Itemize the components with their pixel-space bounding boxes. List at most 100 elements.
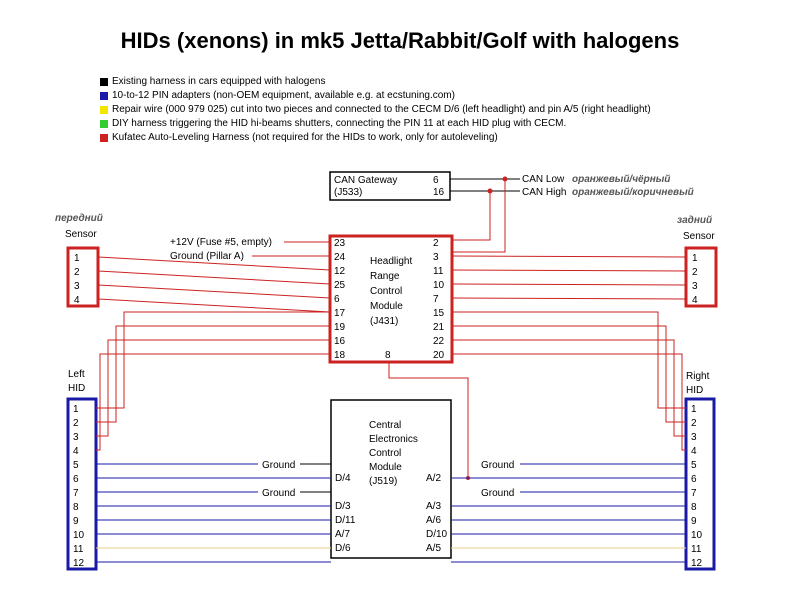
hrcm-pin: 2 <box>433 238 439 249</box>
can-gateway-pin: 16 <box>433 187 445 198</box>
legend-swatch-black <box>100 78 108 86</box>
left-hid-pin: 10 <box>73 530 85 541</box>
left-hid-pin: 3 <box>73 432 79 443</box>
left-hid-pin: 1 <box>73 404 79 415</box>
legend-item: Existing harness in cars equipped with h… <box>100 75 651 89</box>
front-sensor-pin: 3 <box>74 281 80 292</box>
legend-swatch-yellow <box>100 106 108 114</box>
rear-sensor-ru-label: задний <box>677 215 712 226</box>
right-hid-pin: 12 <box>691 558 703 569</box>
cecm-name-line: Electronics <box>369 434 418 445</box>
hrcm-name-line: (J431) <box>370 316 398 327</box>
rear-sensor-pin: 4 <box>692 295 698 306</box>
ground-pillar-label: Ground (Pillar A) <box>170 251 244 262</box>
front-sensor-label: Sensor <box>65 229 97 240</box>
right-hid-label: HID <box>686 385 703 396</box>
cecm-pin: D/11 <box>335 515 356 526</box>
sensor-wire <box>97 298 331 313</box>
left-hid-pin: 9 <box>73 516 79 527</box>
legend-text: Existing harness in cars equipped with h… <box>112 76 326 87</box>
hrcm-box <box>328 234 454 364</box>
front-sensor-ru-label: передний <box>55 213 103 224</box>
hrcm-pin: 16 <box>334 336 346 347</box>
hrcm-pin: 6 <box>334 294 340 305</box>
right-hid-pin: 1 <box>691 404 697 415</box>
right-hid-pin: 10 <box>691 530 703 541</box>
hrcm-pin: 19 <box>334 322 346 333</box>
right-hid-pin: 6 <box>691 474 697 485</box>
harness-wires <box>96 255 687 563</box>
hrcm-pin: 12 <box>334 266 346 277</box>
rear-sensor-box <box>684 246 718 308</box>
legend-swatch-red <box>100 134 108 142</box>
right-hid-pin: 7 <box>691 488 697 499</box>
leveling-wire <box>452 339 686 437</box>
left-hid-pin: 6 <box>73 474 79 485</box>
sensor-wire <box>451 283 687 286</box>
hrcm-name-line: Range <box>370 271 400 282</box>
front-sensor-pin: 2 <box>74 267 80 278</box>
hrcm-name-line: Module <box>370 301 403 312</box>
hrcm-pin: 23 <box>334 238 346 249</box>
hrcm-pin: 11 <box>433 266 444 277</box>
hrcm-pin: 21 <box>433 322 445 333</box>
sensor-wire <box>97 284 331 299</box>
rear-sensor-pin: 2 <box>692 267 698 278</box>
cecm-pin: D/3 <box>335 501 351 512</box>
right-hid-pin: 5 <box>691 460 697 471</box>
legend-text: Kufatec Auto-Leveling Harness (not requi… <box>112 132 498 143</box>
ground-label: Ground <box>262 460 295 471</box>
hrcm-pin: 22 <box>433 336 445 347</box>
left-hid-pin: 2 <box>73 418 79 429</box>
hrcm-pin: 24 <box>334 252 346 263</box>
cecm-name-line: (J519) <box>369 476 397 487</box>
cecm-pin: D/4 <box>335 473 351 484</box>
legend-text: 10-to-12 PIN adapters (non-OEM equipment… <box>112 90 455 101</box>
right-hid-pin: 2 <box>691 418 697 429</box>
front-sensor-pin: 4 <box>74 295 80 306</box>
sensor-wire <box>451 255 687 258</box>
cecm-pin: D/6 <box>335 543 351 554</box>
can-high-color-label: оранжевый/коричневый <box>572 187 694 198</box>
hrcm-pin: 3 <box>433 252 439 263</box>
leveling-wire <box>96 339 330 437</box>
leveling-wire <box>96 325 330 423</box>
can-gateway-box <box>329 171 451 201</box>
cecm-pin: D/10 <box>426 529 448 540</box>
right-hid-pin: 11 <box>691 544 702 555</box>
ground-label: Ground <box>481 488 514 499</box>
left-hid-label: HID <box>68 383 85 394</box>
leveling-wire <box>452 311 686 409</box>
right-hid-pin: 8 <box>691 502 697 513</box>
rear-sensor-label: Sensor <box>683 231 715 242</box>
rear-sensor-pin: 3 <box>692 281 698 292</box>
front-sensor-pin: 1 <box>74 253 80 264</box>
legend: Existing harness in cars equipped with h… <box>100 75 651 145</box>
cecm-box <box>330 399 452 559</box>
right-hid-pin: 4 <box>691 446 697 457</box>
leveling-wire <box>452 353 686 451</box>
can-gateway-name: CAN Gateway <box>334 175 397 186</box>
legend-item: Kufatec Auto-Leveling Harness (not requi… <box>100 131 651 145</box>
legend-swatch-blue <box>100 92 108 100</box>
right-hid-pin: 3 <box>691 432 697 443</box>
can-high-label: CAN High <box>522 187 566 198</box>
right-hid-label: Right <box>686 371 710 382</box>
sensor-wire <box>451 269 687 272</box>
left-hid-pin: 11 <box>73 544 84 555</box>
cecm-pin: A/3 <box>426 501 441 512</box>
diagram-title: HIDs (xenons) in mk5 Jetta/Rabbit/Golf w… <box>120 28 680 53</box>
left-hid-label: Left <box>68 369 85 380</box>
hrcm-pin: 10 <box>433 280 445 291</box>
legend-text: DIY harness triggering the HID hi-beams … <box>112 118 567 129</box>
rear-sensor-pin: 1 <box>692 253 698 264</box>
leveling-wire <box>452 325 686 423</box>
front-sensor-box <box>66 246 100 308</box>
hrcm-bottom-pin: 8 <box>385 350 391 361</box>
hrcm-name-line: Control <box>370 286 402 297</box>
sensor-wire <box>451 297 687 300</box>
right-hid-box <box>684 397 716 571</box>
leveling-wire <box>96 353 330 451</box>
legend-item: 10-to-12 PIN adapters (non-OEM equipment… <box>100 89 651 103</box>
